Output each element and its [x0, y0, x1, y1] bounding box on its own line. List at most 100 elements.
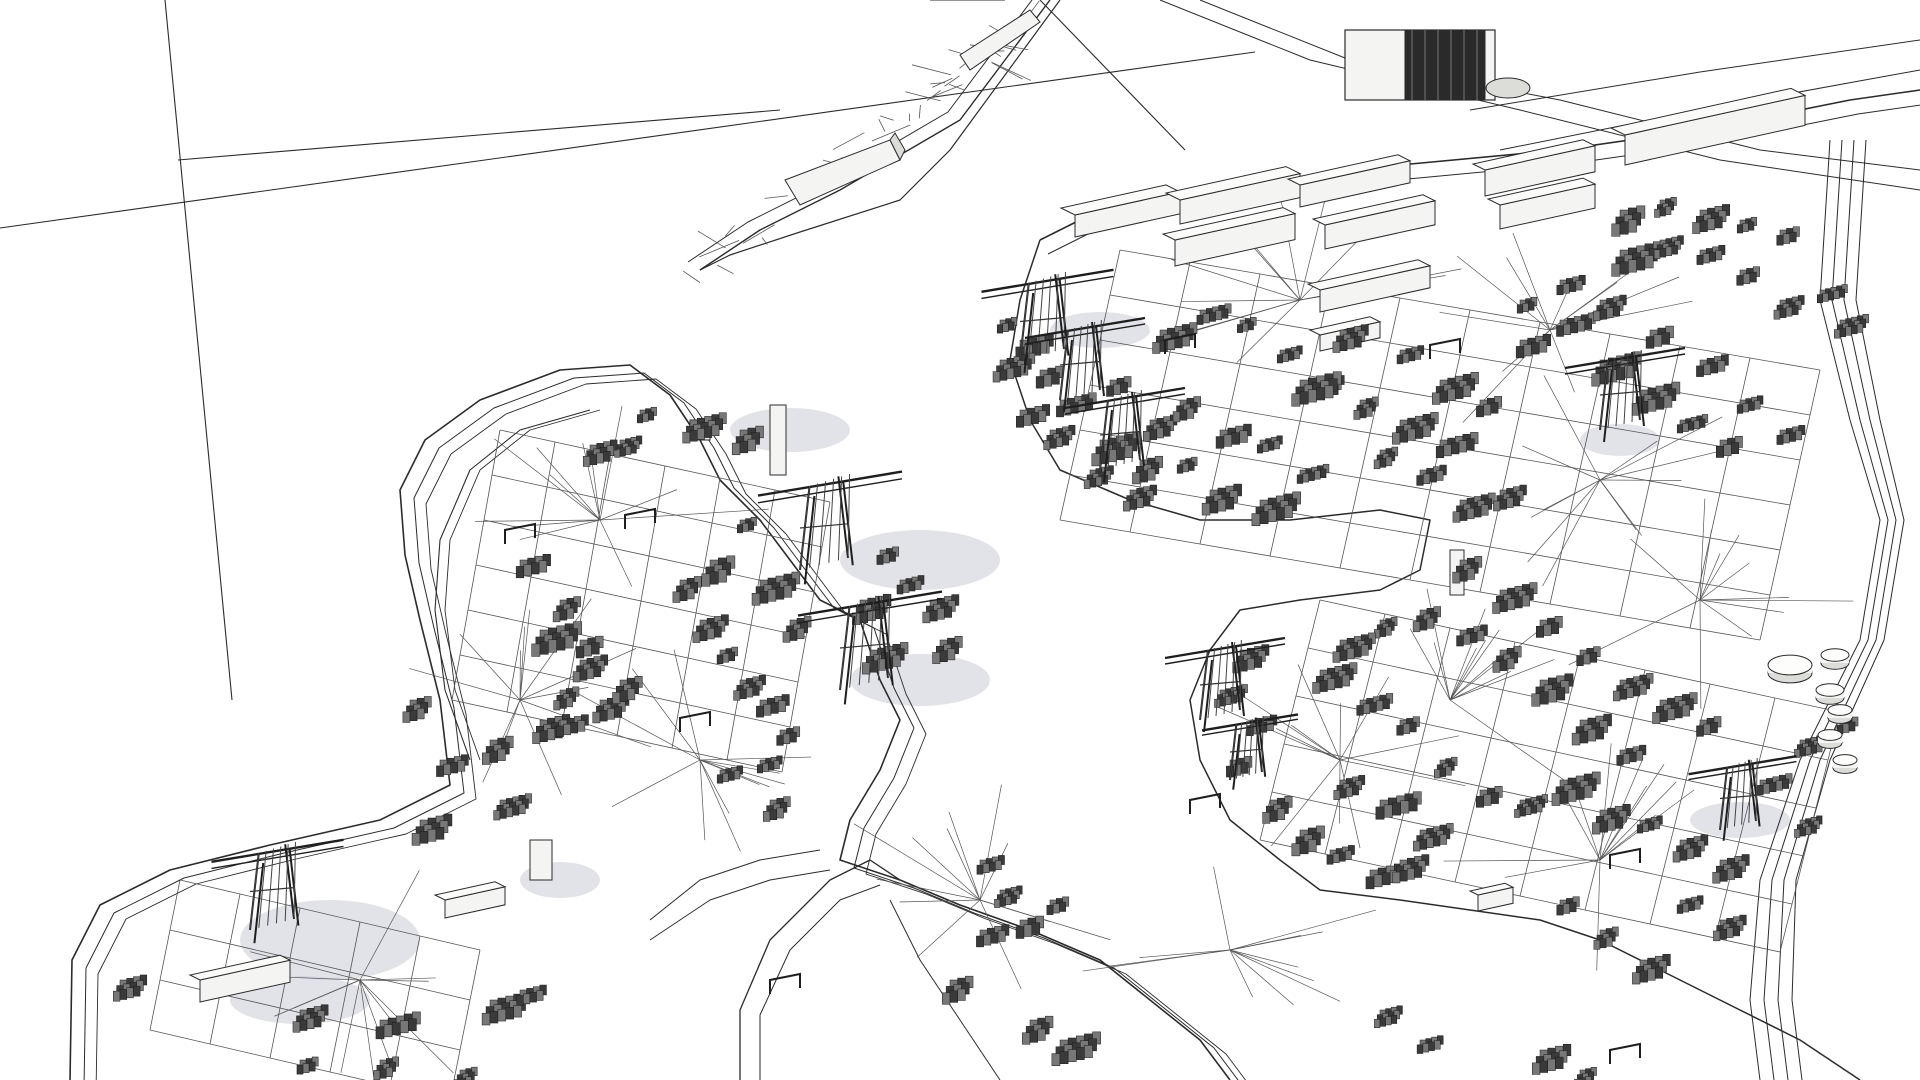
container-box: [999, 897, 1006, 907]
crane-brace: [839, 643, 889, 649]
crane-leg: [1603, 369, 1613, 443]
mesh-line: [359, 979, 375, 1080]
container-box: [531, 562, 540, 575]
crane-boom: [1064, 393, 1186, 415]
container-box: [1299, 841, 1309, 855]
container-box: [1591, 373, 1601, 387]
pier-mesh-line: [926, 90, 941, 101]
buildings-layer: [188, 29, 1807, 1003]
container-box: [566, 697, 573, 708]
container-box: [929, 609, 938, 622]
container-box: [523, 564, 532, 577]
container-stack: [1015, 915, 1045, 939]
container-box: [1419, 619, 1428, 631]
container-box: [450, 762, 459, 774]
container-box: [506, 807, 513, 818]
ship-to-shore-crane: [1201, 713, 1299, 790]
container-box: [1499, 600, 1508, 612]
container-box: [1467, 568, 1475, 580]
crane-brace: [1726, 765, 1734, 829]
container-box: [299, 1019, 308, 1031]
container-box: [1782, 778, 1790, 789]
container-box: [1547, 1058, 1556, 1071]
container-stack: [1373, 446, 1399, 470]
container-box: [1408, 351, 1416, 362]
container-stack: [1416, 1035, 1444, 1054]
container-box: [1570, 322, 1578, 334]
container-stack: [1416, 464, 1447, 486]
container-box: [1717, 360, 1726, 372]
crane-leg: [803, 495, 816, 585]
container-box: [689, 430, 698, 442]
container-box: [1476, 630, 1485, 642]
container-box: [1396, 725, 1404, 736]
storage-tank-top: [1815, 683, 1845, 697]
container-stack: [1296, 463, 1330, 484]
container-box: [1845, 326, 1852, 336]
container-box: [1619, 689, 1627, 700]
container-box: [1426, 837, 1434, 848]
container-box: [642, 412, 649, 422]
mesh-line: [1599, 781, 1677, 861]
mesh-line: [1699, 553, 1721, 601]
crane-brace: [1123, 393, 1129, 465]
container-box: [1291, 843, 1301, 857]
crane-brace: [1037, 278, 1044, 356]
container-box: [1599, 309, 1607, 320]
container-box: [1156, 427, 1164, 439]
crane-leg: [837, 476, 849, 559]
container-box: [1659, 207, 1666, 217]
east-road-grid: [1519, 655, 1581, 897]
cast-shadow: [1580, 424, 1660, 456]
container-box: [1433, 835, 1441, 847]
east-road-grid: [1059, 519, 1761, 641]
container-box: [1435, 446, 1445, 459]
container-stack: [1556, 896, 1580, 916]
crane-brace: [1083, 323, 1089, 395]
east-quay-edge: [1009, 239, 1861, 1080]
mesh-line: [699, 759, 730, 814]
container-box: [1346, 648, 1355, 660]
container-box: [1653, 249, 1661, 259]
container-stack: [942, 975, 974, 1005]
east-road-grid: [1389, 627, 1451, 869]
container-box: [1414, 866, 1422, 878]
container-box: [686, 588, 695, 600]
east-road-grid: [1271, 791, 1793, 905]
container-box: [1369, 701, 1377, 713]
container-box: [944, 606, 952, 618]
container-box: [1466, 438, 1475, 451]
ship-to-shore-crane: [1064, 386, 1186, 483]
container-box: [1030, 412, 1039, 424]
container-box: [1402, 353, 1410, 363]
container-box: [1361, 644, 1369, 656]
crane-brace: [847, 473, 851, 559]
crane-boom: [211, 838, 344, 863]
mesh-line: [1564, 796, 1601, 861]
container-box: [1308, 471, 1315, 481]
container-box: [391, 1022, 401, 1036]
crane-brace: [293, 841, 296, 920]
gantry-frame: [1609, 1042, 1641, 1064]
mesh-line: [1339, 759, 1361, 849]
container-box: [746, 687, 754, 698]
container-box: [489, 1010, 499, 1024]
crane-brace: [1091, 321, 1096, 393]
mesh-line: [1542, 479, 1601, 587]
mesh-line: [1229, 949, 1314, 982]
container-box: [1628, 219, 1637, 233]
container-box: [1412, 621, 1421, 633]
container-box: [1626, 687, 1634, 698]
container-box: [1730, 442, 1739, 454]
container-box: [1622, 753, 1630, 764]
container-box: [889, 551, 896, 562]
container-box: [1176, 464, 1184, 474]
container-box: [1522, 594, 1530, 607]
mesh-line: [1339, 735, 1460, 761]
container-stack: [731, 425, 764, 456]
container-stack: [636, 406, 657, 424]
container-stack: [1392, 854, 1430, 884]
container-box: [1748, 221, 1755, 231]
container-box: [1593, 310, 1601, 322]
